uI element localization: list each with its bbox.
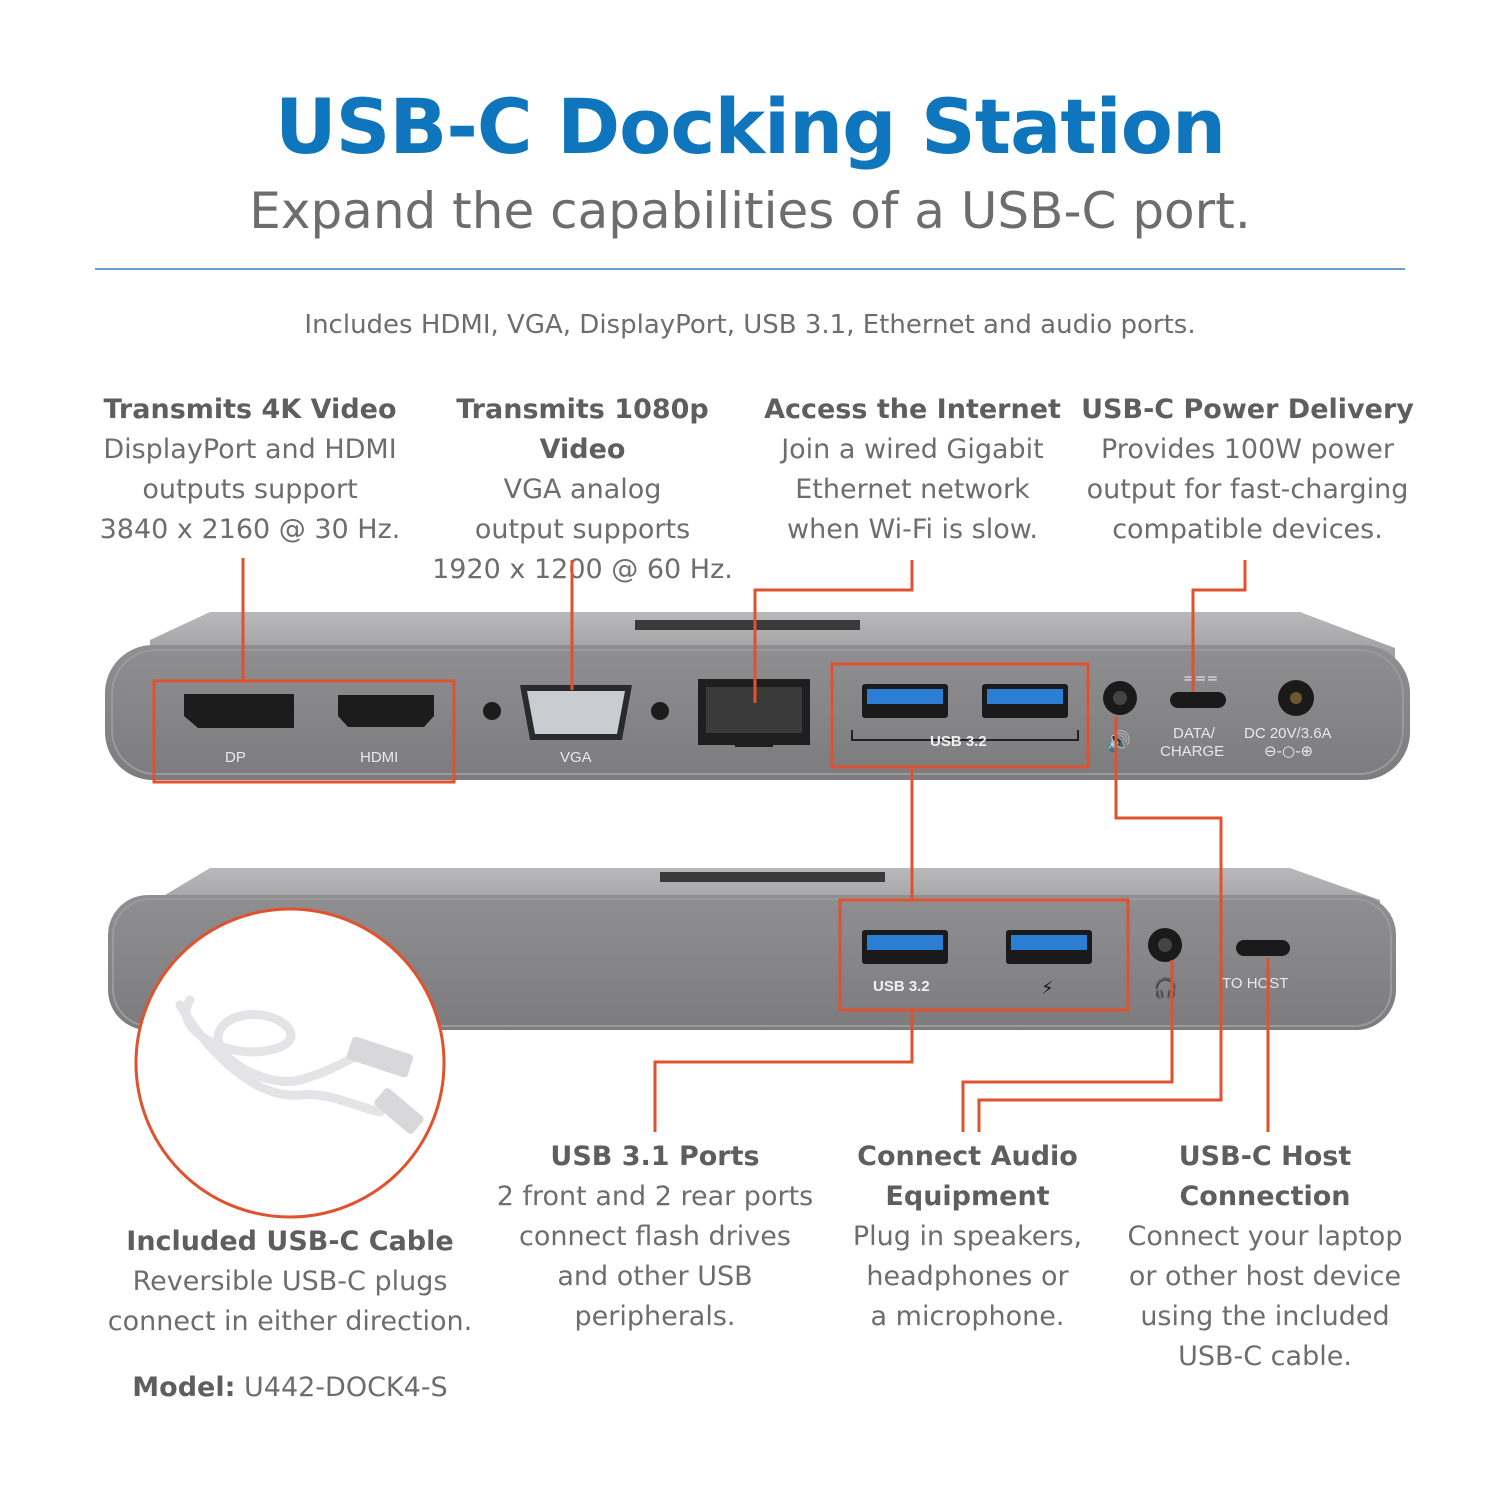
callout-line: connect flash drives: [519, 1221, 791, 1252]
brand-logo: [660, 872, 885, 882]
callout-line: compatible devices.: [1112, 514, 1383, 545]
callout-line: outputs support: [142, 474, 358, 505]
callout-heading: Connect Audio: [857, 1141, 1078, 1172]
callout-power-delivery: USB-C Power Delivery Provides 100W power…: [1075, 390, 1420, 550]
callout-line: 1920 x 1200 @ 60 Hz.: [432, 554, 733, 585]
cable-circle: [134, 907, 446, 1219]
callout-audio: Connect Audio Equipment Plug in speakers…: [830, 1137, 1105, 1337]
brand-logo: [635, 620, 860, 630]
model-number: Model: U442-DOCK4-S: [0, 1372, 580, 1403]
hdmi-label: HDMI: [360, 749, 398, 766]
model-label: Model:: [132, 1372, 236, 1403]
usb-front-label: USB 3.2: [873, 978, 930, 995]
dock-rear-view: DP HDMI VGA USB 3.2 🔊 === DATA/ CHARGE D…: [105, 612, 1410, 780]
callout-line: connect in either direction.: [107, 1306, 473, 1337]
callout-host-connection: USB-C Host Connection Connect your lapto…: [1105, 1137, 1425, 1377]
callout-line: output supports: [474, 514, 691, 545]
callout-line: using the included: [1140, 1301, 1390, 1332]
callout-line: headphones or: [866, 1261, 1069, 1292]
usb-c-symbol: ===: [1183, 671, 1218, 687]
callout-line: DisplayPort and HDMI: [103, 434, 397, 465]
speaker-icon: 🔊: [1106, 729, 1131, 753]
data-charge-label-2: CHARGE: [1160, 743, 1224, 760]
model-value: U442-DOCK4-S: [244, 1372, 448, 1403]
callout-line: and other USB: [557, 1261, 753, 1292]
callout-line: VGA analog: [503, 474, 662, 505]
callout-line: USB-C cable.: [1178, 1341, 1352, 1372]
callout-line: Ethernet network: [795, 474, 1030, 505]
callout-line: Provides 100W power: [1101, 434, 1394, 465]
displayport-port: [184, 694, 294, 728]
vga-screw: [651, 702, 669, 720]
callout-line: peripherals.: [574, 1301, 736, 1332]
callout-line: 3840 x 2160 @ 30 Hz.: [99, 514, 401, 545]
callout-heading: Transmits 4K Video: [103, 394, 397, 425]
callout-4k-video: Transmits 4K Video DisplayPort and HDMI …: [85, 390, 415, 550]
callout-heading: Access the Internet: [764, 394, 1061, 425]
callout-heading: Included USB-C Cable: [126, 1226, 454, 1257]
callout-lines: [134, 558, 1270, 1219]
callout-line: or other host device: [1128, 1261, 1402, 1292]
callout-line: Reversible USB-C plugs: [132, 1266, 448, 1297]
callout-included-cable: Included USB-C Cable Reversible USB-C pl…: [85, 1222, 495, 1342]
vga-port: [527, 691, 625, 734]
page-title: USB-C Docking Station: [274, 82, 1226, 171]
callout-heading: Equipment: [885, 1181, 1050, 1212]
intro-text: Includes HDMI, VGA, DisplayPort, USB 3.1…: [304, 310, 1196, 340]
page-subtitle: Expand the capabilities of a USB-C port.: [249, 182, 1251, 240]
callout-1080p-video: Transmits 1080p Video VGA analog output …: [410, 390, 755, 590]
callout-heading: Connection: [1179, 1181, 1351, 1212]
callout-heading: USB-C Power Delivery: [1081, 394, 1414, 425]
callout-line: Connect your laptop: [1127, 1221, 1403, 1252]
callout-usb-ports: USB 3.1 Ports 2 front and 2 rear ports c…: [480, 1137, 830, 1337]
vga-label: VGA: [560, 749, 592, 766]
data-charge-label-1: DATA/: [1173, 725, 1216, 742]
polarity-icon: ⊖-○-⊕: [1264, 742, 1313, 760]
callout-line: output for fast-charging: [1086, 474, 1409, 505]
hdmi-port: [338, 695, 434, 727]
callout-heading: USB 3.1 Ports: [550, 1141, 760, 1172]
callout-heading: USB-C Host: [1178, 1141, 1352, 1172]
usb-c-data-charge-port: [1170, 692, 1226, 708]
dc-label: DC 20V/3.6A: [1244, 725, 1332, 742]
headset-icon: 🎧: [1153, 976, 1178, 1000]
callout-line: Plug in speakers,: [852, 1221, 1083, 1252]
usb-c-cable-image: [175, 995, 424, 1134]
callout-line: 2 front and 2 rear ports: [496, 1181, 814, 1212]
callout-heading: Transmits 1080p Video: [456, 394, 709, 465]
callout-internet: Access the Internet Join a wired Gigabit…: [760, 390, 1065, 550]
usb-c-plug: [374, 1088, 424, 1134]
divider: [95, 268, 1405, 270]
callout-line: Join a wired Gigabit: [781, 434, 1044, 465]
charging-bolt-icon: ⚡: [1041, 978, 1054, 999]
usb-c-host-port: [1236, 940, 1290, 956]
callout-line: a microphone.: [870, 1301, 1065, 1332]
to-host-label: TO HOST: [1222, 975, 1288, 992]
callout-line: when Wi-Fi is slow.: [787, 514, 1038, 545]
vga-screw: [483, 702, 501, 720]
usb-c-plug: [346, 1036, 414, 1078]
usb-rear-label: USB 3.2: [930, 733, 987, 750]
dp-label: DP: [225, 749, 246, 766]
